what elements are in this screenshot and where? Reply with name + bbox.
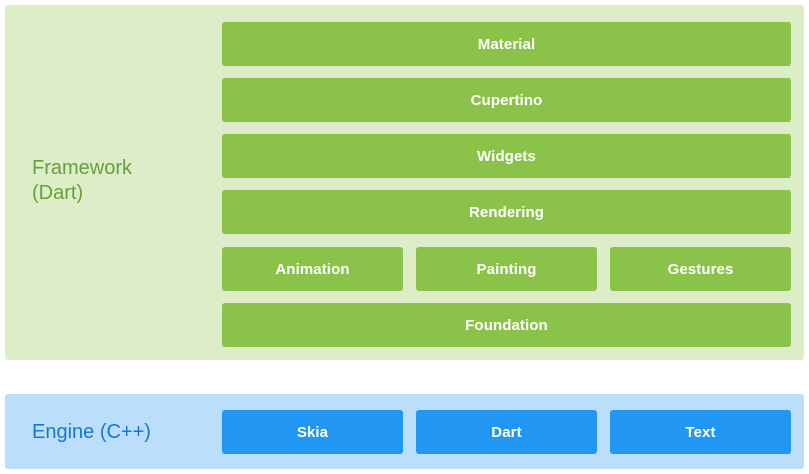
rendering-block: Rendering [222, 190, 791, 234]
widgets-block: Widgets [222, 134, 791, 178]
framework-panel: Framework (Dart) Material Cupertino Widg… [5, 5, 804, 360]
animation-block: Animation [222, 247, 403, 291]
painting-block: Painting [416, 247, 597, 291]
engine-panel: Engine (C++) Skia Dart Text [5, 394, 804, 469]
material-block: Material [222, 22, 791, 66]
foundation-block: Foundation [222, 303, 791, 347]
framework-label: Framework (Dart) [32, 157, 133, 204]
skia-block: Skia [222, 410, 403, 454]
dart-block: Dart [416, 410, 597, 454]
gestures-block: Gestures [610, 247, 791, 291]
engine-label: Engine (C++) [32, 421, 151, 443]
cupertino-block: Cupertino [222, 78, 791, 122]
text-block: Text [610, 410, 791, 454]
